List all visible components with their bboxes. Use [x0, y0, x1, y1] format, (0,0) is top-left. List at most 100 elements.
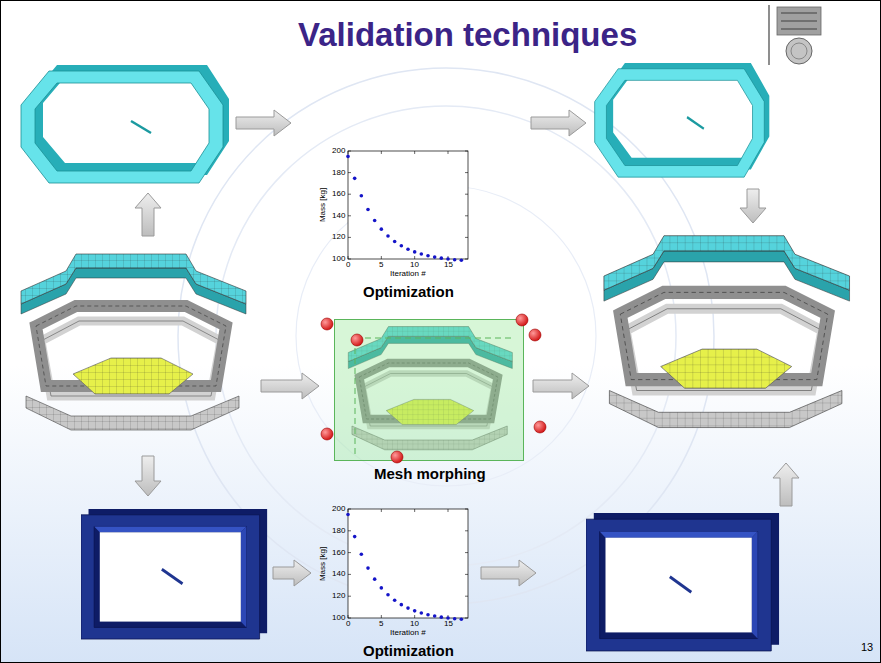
- tick-mark: [348, 509, 349, 512]
- block-arrow: [273, 560, 311, 586]
- tick-mark: [348, 151, 351, 152]
- data-point: [453, 258, 457, 262]
- tick-mark: [448, 151, 449, 154]
- tick-mark: [465, 596, 468, 597]
- axis-tick-label: 180: [332, 527, 345, 535]
- illustration-part: [216, 106, 676, 566]
- axis-tick-label: 160: [332, 190, 345, 198]
- tick-mark: [414, 509, 415, 512]
- axis-tick-label: 5: [379, 261, 383, 269]
- block-arrow: [481, 560, 536, 586]
- panel-caption: Optimization: [363, 643, 454, 660]
- data-point: [366, 566, 370, 570]
- hex-frame: [595, 63, 770, 177]
- tick-mark: [348, 618, 351, 619]
- tick-mark: [348, 237, 351, 238]
- tick-mark: [465, 574, 468, 575]
- chart-caption: Optimization: [361, 643, 456, 660]
- data-point: [460, 617, 464, 621]
- slide-title: Validation techniques: [298, 17, 637, 53]
- data-point: [400, 244, 404, 248]
- plot-area: [348, 151, 468, 259]
- plot-area: [348, 509, 468, 618]
- data-point: [386, 234, 390, 238]
- tick-mark: [348, 172, 351, 173]
- data-point: [406, 247, 410, 251]
- illustration-part: [791, 43, 807, 59]
- axis-tick-label: 0: [346, 620, 350, 628]
- control-point: [391, 451, 403, 463]
- data-point: [440, 256, 444, 260]
- tick-mark: [381, 151, 382, 154]
- control-point: [321, 318, 333, 330]
- tick-mark: [348, 530, 351, 531]
- lattice-line: [355, 338, 515, 339]
- block-arrow: [236, 110, 291, 136]
- axis-tick-label: 120: [332, 233, 345, 241]
- tick-mark: [348, 615, 349, 618]
- data-point: [433, 255, 437, 259]
- tick-mark: [448, 509, 449, 512]
- axis-tick-label: 200: [332, 505, 345, 513]
- axis-tick-label: 100: [332, 255, 345, 263]
- data-point: [420, 252, 424, 256]
- tick-mark: [465, 194, 468, 195]
- axis-title: Mass [kg]: [319, 188, 327, 222]
- control-point: [351, 334, 363, 346]
- axis-tick-label: 140: [332, 570, 345, 578]
- lattice-line: [355, 338, 356, 458]
- data-point: [346, 155, 350, 159]
- data-point: [380, 227, 384, 231]
- axis-title: Iteration #: [390, 270, 426, 278]
- data-point: [393, 240, 397, 244]
- axis-tick-label: 10: [410, 261, 419, 269]
- data-point: [413, 250, 417, 254]
- data-point: [366, 208, 370, 212]
- axis-tick-label: 120: [332, 592, 345, 600]
- tick-mark: [465, 259, 468, 260]
- tick-mark: [465, 509, 468, 510]
- axis-tick-label: 100: [332, 614, 345, 622]
- block-arrow: [533, 373, 589, 399]
- slide-number: 13: [861, 642, 873, 653]
- block-arrow: [531, 110, 586, 136]
- block-arrow: [135, 456, 161, 496]
- illustration-part: [786, 38, 812, 64]
- chart-caption: Optimization: [361, 284, 456, 301]
- tick-mark: [348, 552, 351, 553]
- axis-tick-label: 10: [410, 620, 419, 628]
- axis-tick-label: 140: [332, 212, 345, 220]
- data-point: [393, 598, 397, 602]
- tick-mark: [465, 530, 468, 531]
- data-point: [380, 586, 384, 590]
- hex-frame: [21, 65, 229, 183]
- illustration-part: [768, 5, 769, 65]
- control-point: [321, 428, 333, 440]
- tick-mark: [381, 509, 382, 512]
- tick-mark: [348, 256, 349, 259]
- tick-mark: [465, 237, 468, 238]
- panel-caption: Optimization: [363, 284, 454, 301]
- tick-mark: [381, 615, 382, 618]
- block-arrow: [773, 463, 799, 506]
- axis-title: Mass [kg]: [319, 547, 327, 581]
- axis-tick-label: 15: [444, 261, 453, 269]
- axis-tick-label: 160: [332, 549, 345, 557]
- data-point: [373, 577, 377, 581]
- panel-caption: Mesh morphing: [374, 466, 486, 483]
- data-point: [386, 593, 390, 597]
- tick-mark: [465, 172, 468, 173]
- data-point: [413, 609, 417, 613]
- tick-mark: [465, 552, 468, 553]
- tick-mark: [465, 215, 468, 216]
- data-point: [360, 194, 364, 198]
- rect-frame: [586, 513, 779, 651]
- fem-mesh: [21, 254, 246, 430]
- block-arrow: [261, 373, 319, 399]
- tick-mark: [348, 596, 351, 597]
- frame-models: [21, 63, 779, 651]
- data-point: [426, 613, 430, 617]
- block-arrow: [740, 189, 766, 223]
- axis-tick-label: 15: [444, 620, 453, 628]
